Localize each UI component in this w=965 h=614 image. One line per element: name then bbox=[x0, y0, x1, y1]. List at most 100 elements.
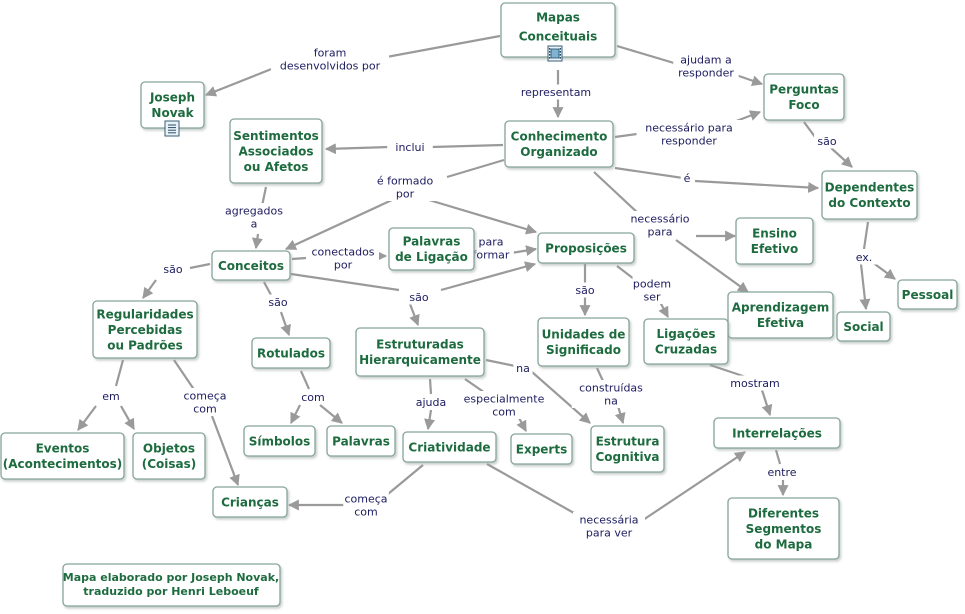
phrase-line: foram bbox=[314, 47, 347, 60]
phrase-line: responder bbox=[678, 67, 734, 80]
linking-phrase-mostram: mostram bbox=[728, 375, 782, 391]
phrase-background bbox=[458, 391, 550, 419]
phrase-background bbox=[571, 380, 651, 408]
concept-label: ou Padrões bbox=[107, 338, 183, 352]
linking-phrase-inclui: inclui bbox=[387, 139, 433, 155]
phrase-line: ser bbox=[643, 291, 660, 304]
link-line bbox=[210, 415, 240, 487]
phrase-line: ex. bbox=[856, 251, 873, 264]
phrase-background bbox=[680, 170, 694, 186]
phrase-background bbox=[343, 491, 389, 519]
phrase-background bbox=[572, 282, 598, 298]
phrase-background bbox=[101, 388, 121, 404]
concept-label: Criatividade bbox=[408, 440, 490, 454]
concept-label: Crianças bbox=[221, 495, 279, 509]
linking-phrase-representam: representam bbox=[516, 84, 596, 100]
concept-label: Diferentes bbox=[748, 506, 819, 520]
film-perforation bbox=[549, 57, 551, 59]
film-perforation bbox=[559, 54, 561, 56]
film-perforation bbox=[559, 48, 561, 50]
phrase-background bbox=[762, 464, 802, 480]
link-line bbox=[675, 239, 749, 293]
link-line bbox=[658, 301, 669, 318]
concept-label: do Mapa bbox=[755, 537, 813, 551]
concept-label: Estrutura bbox=[596, 435, 660, 449]
link-line bbox=[173, 359, 196, 392]
concept-label: do Contexto bbox=[828, 196, 910, 210]
link-line bbox=[380, 34, 501, 60]
link-line bbox=[260, 186, 268, 207]
concept-interrelacoes[interactable]: Interrelações bbox=[713, 417, 841, 449]
concept-experts[interactable]: Experts bbox=[510, 433, 573, 465]
concept-simbolos[interactable]: Símbolos bbox=[243, 425, 316, 457]
link-line bbox=[593, 171, 640, 215]
concept-proposicoes[interactable]: Proposições bbox=[537, 232, 635, 264]
phrase-line: é formado bbox=[377, 175, 434, 188]
link-line bbox=[829, 146, 853, 168]
phrase-line: representam bbox=[521, 86, 591, 99]
phrase-line: são bbox=[817, 135, 836, 148]
link-line bbox=[871, 261, 896, 280]
concept-box bbox=[355, 327, 485, 377]
concept-objetos[interactable]: Objetos(Coisas) bbox=[132, 432, 206, 480]
phrase-line: na bbox=[604, 395, 618, 408]
concept-label: Significado bbox=[546, 343, 621, 357]
concept-box bbox=[537, 232, 635, 264]
linking-phrase-sao-conc: são bbox=[160, 261, 186, 277]
phrase-background bbox=[265, 294, 291, 310]
concept-label: Cruzadas bbox=[655, 343, 717, 357]
concept-label: Organizado bbox=[520, 145, 597, 159]
link-line bbox=[485, 358, 516, 368]
film-perforation bbox=[559, 51, 561, 53]
document-icon[interactable] bbox=[164, 120, 180, 137]
concept-criatividade[interactable]: Criatividade bbox=[402, 431, 497, 463]
concept-social[interactable]: Social bbox=[836, 311, 891, 342]
phrase-line: inclui bbox=[395, 141, 424, 154]
film-perforation bbox=[559, 57, 561, 59]
link-line bbox=[862, 221, 870, 250]
concept-label: Efetiva bbox=[757, 316, 804, 330]
film-strip-icon[interactable] bbox=[547, 45, 563, 62]
concept-eventos[interactable]: Eventos(Acontecimentos) bbox=[0, 432, 125, 480]
concept-box bbox=[92, 300, 198, 359]
concept-box bbox=[211, 250, 291, 281]
concept-label: Efetivo bbox=[751, 242, 798, 256]
phrase-line: com bbox=[492, 406, 516, 419]
link-line bbox=[486, 463, 575, 514]
concept-pessoal[interactable]: Pessoal bbox=[897, 279, 958, 310]
concept-conceitos[interactable]: Conceitos bbox=[211, 250, 291, 281]
phrase-background bbox=[516, 84, 596, 100]
concept-label: Joseph bbox=[149, 91, 195, 105]
phrase-line: desenvolvidos por bbox=[280, 60, 381, 73]
credit-box: Mapa elaborado por Joseph Novak,traduzid… bbox=[62, 563, 281, 607]
concept-label: (Acontecimentos) bbox=[3, 457, 123, 471]
concept-box bbox=[836, 311, 891, 342]
phrase-background bbox=[411, 394, 451, 410]
phrase-line: necessária bbox=[579, 514, 638, 527]
concept-palavras[interactable]: Palavras bbox=[326, 425, 396, 457]
concept-label: Proposições bbox=[545, 241, 627, 255]
concept-box bbox=[763, 73, 845, 121]
phrase-line: conectados bbox=[311, 246, 374, 259]
concept-criancas[interactable]: Crianças bbox=[212, 486, 288, 518]
concept-rotulados[interactable]: Rotulados bbox=[251, 337, 331, 369]
film-perforation bbox=[549, 48, 551, 50]
